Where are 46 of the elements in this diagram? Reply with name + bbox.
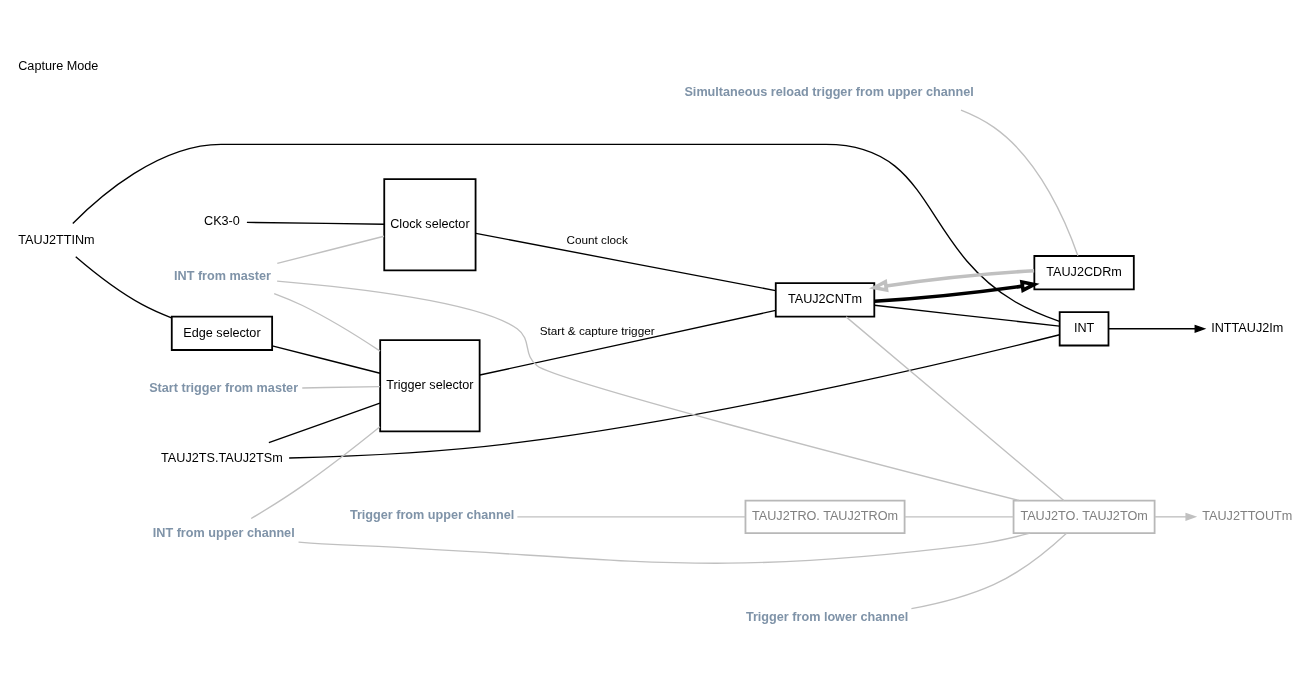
node-box: TAUJ2CDRm [1033,255,1135,291]
node-box: TAUJ2TRO. TAUJ2TROm [744,499,906,535]
connector [516,516,747,518]
connector [271,345,381,374]
node-box: TAUJ2CNTm [774,282,876,318]
connector [276,235,385,265]
connector [72,143,1061,322]
arrow [874,279,1040,304]
node-text: Trigger from lower channel [745,609,909,624]
arrow [1154,512,1198,521]
connector [288,334,1061,459]
connector [904,516,1015,518]
arrow [1108,324,1207,333]
connector [250,426,381,520]
node-text: TAUJ2TTOUTm [1202,509,1293,524]
connector [297,532,1031,564]
connector [479,309,777,376]
connector [246,221,385,225]
node-box: Edge selector [170,315,274,351]
node-text: INTTAUJ2Im [1211,321,1284,336]
node-text: Start trigger from master [149,380,299,395]
connector [873,304,1061,327]
edge-label: Count clock [566,233,628,247]
edge-label: Start & capture trigger [539,323,655,337]
node-box: TAUJ2TO. TAUJ2TOm [1012,499,1156,535]
connector [910,532,1068,610]
node-box: Trigger selector [379,339,481,433]
node-box: Clock selector [383,178,477,272]
connector [75,256,173,319]
node-text: TAUJ2TS.TAUJ2TSm [161,451,283,466]
arrow [868,269,1035,293]
connector [845,316,1065,502]
connector [475,232,777,292]
connector [960,109,1079,257]
connector [268,402,381,444]
node-text: CK3-0 [204,214,240,229]
node-text: TAUJ2TTINm [18,232,95,247]
node-text: INT from master [174,268,271,283]
node-box: INT [1058,311,1110,347]
diagram-title: Capture Mode [18,59,99,74]
connector [273,292,381,352]
node-text: Simultaneous reload trigger from upper channel [684,85,974,100]
node-text: Trigger from upper channel [349,508,515,523]
connector [276,280,1020,502]
node-text: INT from upper channel [152,526,295,541]
connector [301,385,381,389]
